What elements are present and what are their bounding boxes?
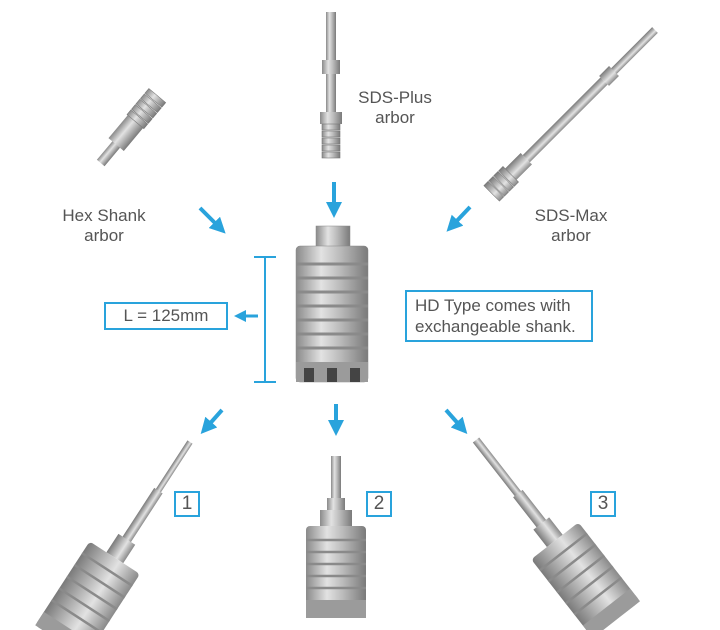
hd-type-line2: exchangeable shank. xyxy=(415,317,576,336)
hex-shank-label-line2: arbor xyxy=(84,226,124,245)
option-badge-1: 1 xyxy=(174,491,200,517)
sds-max-label-line1: SDS-Max xyxy=(534,206,608,225)
sds-max-label: SDS-Max arbor xyxy=(520,206,622,246)
sds-plus-label: SDS-Plus arbor xyxy=(350,88,440,128)
arrow-icon-bottom-left xyxy=(200,408,224,434)
option-badge-2: 2 xyxy=(366,491,392,517)
sds-plus-arbor-icon xyxy=(320,12,342,159)
sds-plus-label-line2: arbor xyxy=(375,108,415,127)
sds-plus-label-line1: SDS-Plus xyxy=(358,88,432,107)
sds-max-arbor-icon xyxy=(483,27,658,202)
core-bit-icon xyxy=(295,225,369,383)
hex-shank-label-line1: Hex Shank xyxy=(62,206,146,225)
arrow-icon-top-right xyxy=(446,205,472,232)
length-box: L = 125mm xyxy=(104,302,228,330)
sds-max-label-line2: arbor xyxy=(551,226,591,245)
hex-shank-label: Hex Shank arbor xyxy=(52,206,156,246)
option-badge-3: 3 xyxy=(590,491,616,517)
assembled-bit-2-icon xyxy=(306,456,366,618)
hex-shank-arbor-icon xyxy=(96,88,167,167)
length-label: L = 125mm xyxy=(123,306,209,325)
assembled-bit-3-icon xyxy=(472,437,641,630)
arrow-icon-top-left xyxy=(198,206,226,234)
arrow-icon-bottom-right xyxy=(444,408,468,434)
dimension-bracket-icon xyxy=(254,256,276,383)
assembled-bit-1-icon xyxy=(35,440,193,630)
hd-type-line1: HD Type comes with xyxy=(415,296,571,315)
hd-type-box: HD Type comes with exchangeable shank. xyxy=(405,290,593,342)
